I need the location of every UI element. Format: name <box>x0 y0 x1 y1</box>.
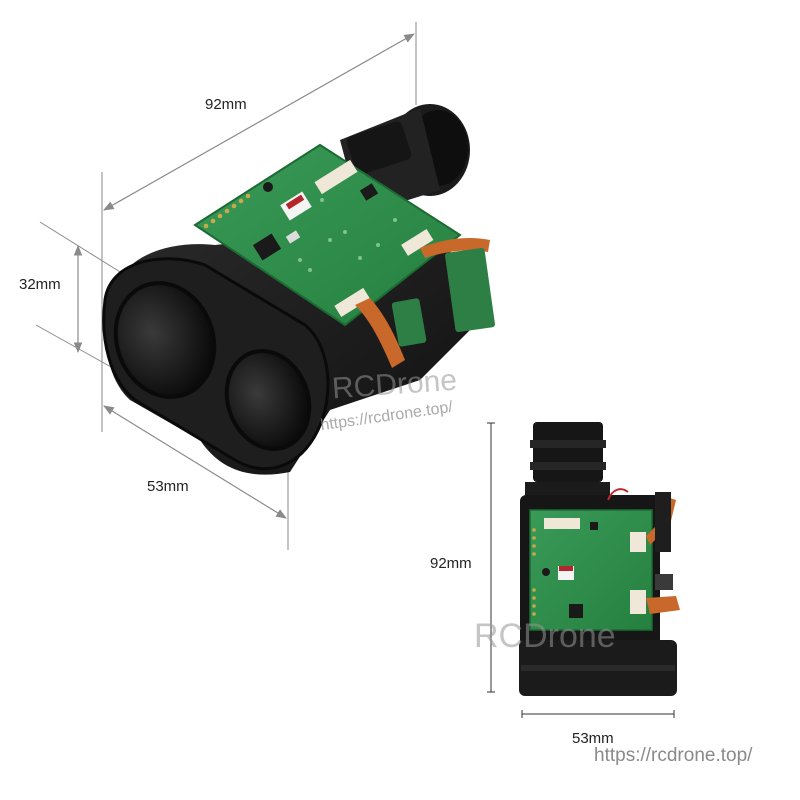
dimension-line-width <box>103 405 287 519</box>
dimension-label-length: 92mm <box>205 96 247 113</box>
flex-cable <box>355 298 405 368</box>
pcb-board <box>193 143 462 327</box>
pcb-board <box>529 509 653 631</box>
front-view <box>487 422 680 718</box>
side-pcb <box>391 298 427 347</box>
dimension-line-length <box>103 33 415 211</box>
watermark-brand: RCDrone <box>474 617 616 655</box>
top-lens-barrel <box>533 422 603 482</box>
dimension-label-width: 53mm <box>572 730 614 747</box>
angled-view <box>35 22 495 550</box>
flex-cable <box>420 237 490 258</box>
dimension-label-height: 32mm <box>19 276 61 293</box>
footer-url: https://rcdrone.top/ <box>594 745 753 766</box>
dimension-label-height: 92mm <box>430 555 472 572</box>
flex-cable <box>646 596 680 614</box>
side-pcb <box>445 247 495 333</box>
receiver-lens <box>113 281 217 399</box>
dimension-label-width: 53mm <box>147 478 189 495</box>
emitter-lens <box>224 349 312 451</box>
